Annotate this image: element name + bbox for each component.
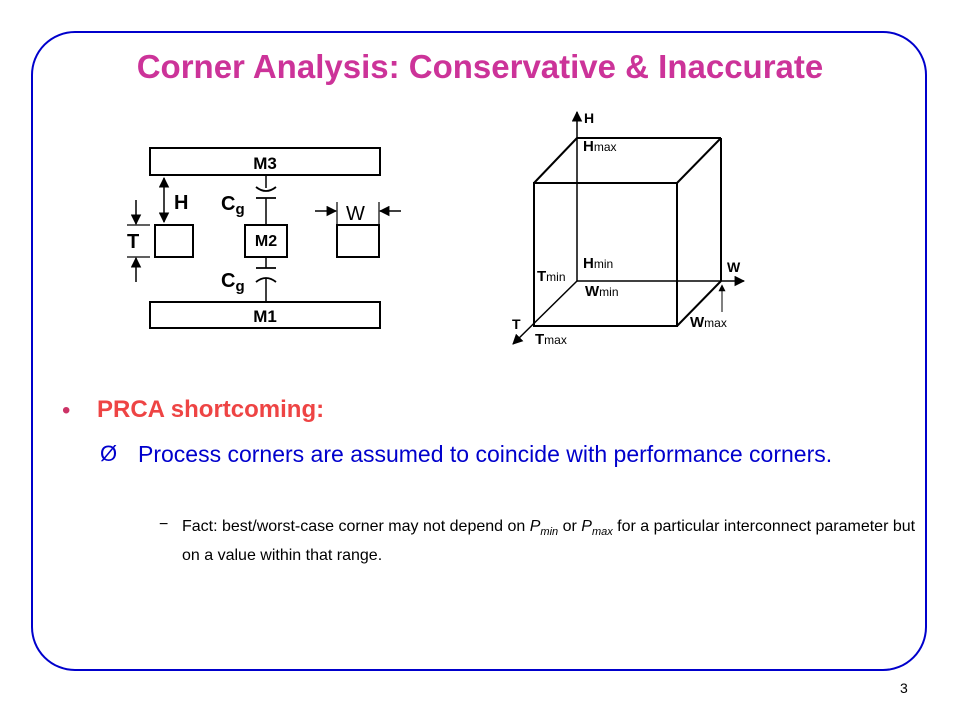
axis-t-label: T	[512, 316, 521, 332]
sub-bullet-arrow-icon: Ø	[100, 441, 118, 466]
h-max-label: Hmax	[583, 138, 617, 155]
w-min-label: Wmin	[585, 283, 619, 300]
h-label: H	[174, 192, 188, 214]
h-min-label: Hmin	[583, 255, 613, 272]
axis-h-label: H	[584, 110, 594, 126]
right-wire	[336, 224, 380, 258]
axis-w-label: W	[727, 259, 741, 275]
parameter-cube: H W T Hmax Hmin Tmin Wmin Tmax Wmax	[512, 110, 746, 348]
t-label: T	[127, 231, 139, 253]
w-label: W	[346, 203, 365, 225]
cube-front-face	[533, 182, 678, 327]
t-max-label: Tmax	[535, 331, 567, 348]
sub-bullet-text: Process corners are assumed to coincide …	[138, 441, 833, 467]
cube-edge-tl	[533, 137, 578, 184]
cube-edge-tr	[676, 137, 722, 184]
bullet-prca: PRCA shortcoming:	[97, 396, 325, 423]
fact-text: Fact: best/worst-case corner may not dep…	[182, 518, 916, 565]
cg-upper-label: Cg	[221, 193, 245, 218]
dash-marker: −	[159, 516, 169, 533]
slide-title: Corner Analysis: Conservative & Inaccura…	[136, 48, 824, 85]
m3-label: M3	[253, 154, 277, 173]
cube-edge-br	[676, 280, 722, 327]
t-min-label: Tmin	[537, 268, 566, 285]
m2-label: M2	[255, 233, 277, 250]
axis-t	[512, 280, 578, 345]
w-max-label: Wmax	[690, 314, 727, 331]
slide-frame	[31, 31, 927, 671]
left-wire	[154, 224, 194, 258]
cg-lower-label: Cg	[221, 270, 245, 295]
m1-layer	[149, 301, 381, 329]
cap-upper-plate-curved	[255, 186, 277, 192]
interconnect-cross-section: M3 M1 M2 Cg Cg H T W	[127, 147, 401, 329]
bullet-dot: •	[62, 397, 71, 424]
m1-label: M1	[253, 307, 277, 326]
page-number: 3	[900, 680, 908, 696]
m3-layer	[149, 147, 381, 176]
